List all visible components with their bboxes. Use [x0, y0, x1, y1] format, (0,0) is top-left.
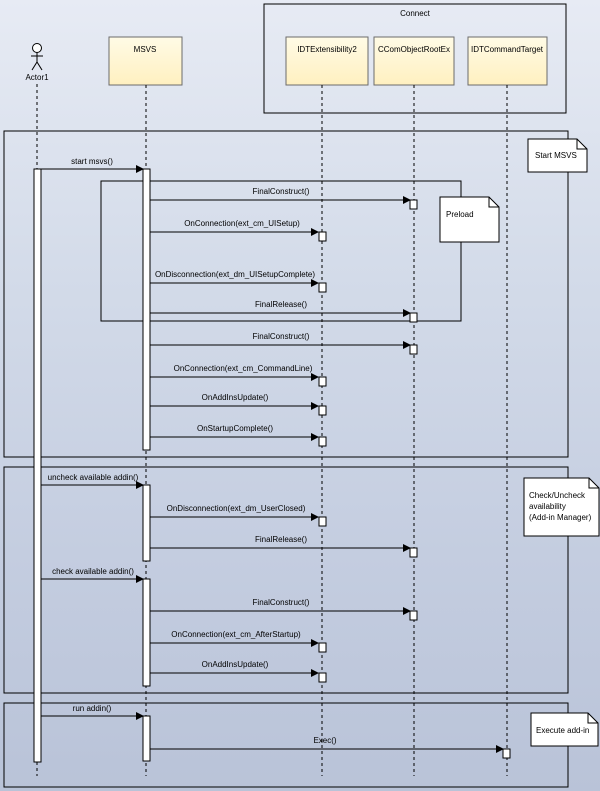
message-label-finalconstruct-2: FinalConstruct() [253, 332, 310, 341]
message-label-onstartupcomplete: OnStartupComplete() [197, 424, 273, 433]
activation-ccom-1 [409, 199, 418, 210]
message-label-uncheck-available-addin: uncheck available addin() [48, 473, 139, 482]
connect-group-label: Connect [400, 9, 431, 18]
fragment-start-msvs [3, 130, 569, 458]
activation-idtext-2 [318, 282, 327, 293]
activation-msvs-4 [142, 715, 151, 762]
note-check-text-2: availability [529, 502, 566, 511]
activation-ccom-5 [409, 610, 418, 621]
activation-actor [33, 168, 42, 763]
message-label-onconnection-commandline: OnConnection(ext_cm_CommandLine) [174, 364, 313, 373]
activation-idtext-4 [318, 405, 327, 416]
message-label-onaddinsupdate-1: OnAddInsUpdate() [202, 393, 269, 402]
message-label-ondisconnection-userclosed: OnDisconnection(ext_dm_UserClosed) [167, 504, 306, 513]
note-execute-addin-text: Execute add-in [536, 726, 589, 735]
note-preload: Preload [439, 196, 500, 243]
lifeline-ccomobjectrootex-label: CComObjectRootEx [378, 45, 450, 54]
messages: start msvs() FinalConstruct() OnConnecti… [41, 157, 504, 753]
lifeline-msvs-head: MSVS [108, 36, 183, 86]
message-label-exec: Exec() [313, 736, 336, 745]
activation-idtext-6 [318, 516, 327, 527]
message-label-onaddinsupdate-2: OnAddInsUpdate() [202, 660, 269, 669]
actor: Actor1 [25, 43, 49, 82]
lifeline-ccomobjectrootex-head: CComObjectRootEx [373, 36, 455, 86]
fragment-check-availability [3, 466, 569, 694]
note-check-availability: Check/Uncheck availability (Add-in Manag… [523, 477, 600, 537]
activation-idtext-7 [318, 642, 327, 653]
activation-idtext-1 [318, 231, 327, 242]
lifeline-idtextensibility2-label: IDTExtensibility2 [297, 45, 357, 54]
activation-idtcmd-1 [502, 748, 511, 759]
message-label-check-available-addin: check available addin() [52, 567, 134, 576]
note-preload-text: Preload [446, 210, 474, 219]
message-label-finalrelease-1: FinalRelease() [255, 300, 307, 309]
activation-idtext-3 [318, 376, 327, 387]
activation-msvs-1 [142, 168, 151, 451]
note-check-text-3: (Add-in Manager) [529, 513, 592, 522]
lifeline-idtcommandtarget-head: IDTCommandTarget [467, 36, 548, 86]
lifeline-idtcommandtarget-label: IDTCommandTarget [471, 45, 544, 54]
message-label-ondisconnection-uisetupcomplete: OnDisconnection(ext_dm_UISetupComplete) [155, 270, 315, 279]
message-label-finalconstruct-3: FinalConstruct() [253, 598, 310, 607]
note-execute-addin: Execute add-in [530, 712, 599, 747]
activation-idtext-8 [318, 672, 327, 683]
activation-ccom-2 [409, 312, 418, 323]
message-label-finalrelease-2: FinalRelease() [255, 535, 307, 544]
activation-idtext-5 [318, 436, 327, 447]
message-label-onconnection-afterstartup: OnConnection(ext_cm_AfterStartup) [171, 630, 301, 639]
note-start-msvs-text: Start MSVS [535, 151, 577, 160]
message-label-start-msvs: start msvs() [71, 157, 113, 166]
activation-ccom-4 [409, 547, 418, 558]
message-label-onconnection-uisetup: OnConnection(ext_cm_UISetup) [184, 219, 300, 228]
lifeline-msvs-label: MSVS [134, 45, 157, 54]
target-activations [318, 199, 511, 759]
lifeline-idtextensibility2-head: IDTExtensibility2 [285, 36, 369, 86]
activation-msvs-3 [142, 578, 151, 687]
actor-name: Actor1 [25, 73, 49, 82]
connect-group: Connect [263, 3, 567, 114]
activation-msvs-2 [142, 484, 151, 562]
note-start-msvs: Start MSVS [527, 138, 588, 173]
message-label-finalconstruct-1: FinalConstruct() [253, 187, 310, 196]
preload-frame [100, 180, 462, 322]
message-label-run-addin: run addin() [73, 704, 112, 713]
note-check-text-1: Check/Uncheck [529, 491, 586, 500]
activation-ccom-3 [409, 344, 418, 355]
actor-head-icon [32, 43, 42, 53]
activations [33, 168, 151, 763]
